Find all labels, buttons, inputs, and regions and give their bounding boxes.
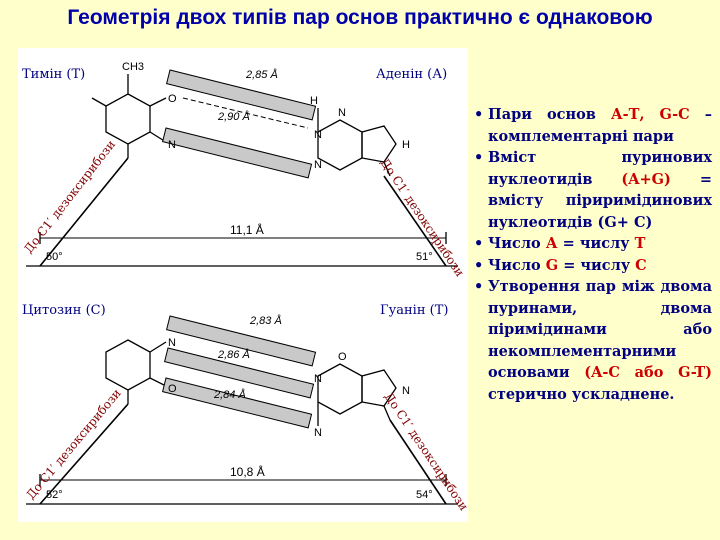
top-labels: CH3 O N H N N H N 2,85 Å 2,90 Å 11,1 Å 50° 5…	[46, 61, 433, 263]
svg-text:O: O	[338, 351, 347, 363]
cytosine-ring	[105, 339, 151, 391]
bottom-angle-right: 54°	[416, 489, 433, 501]
svg-text:N: N	[168, 337, 176, 349]
svg-text:N: N	[338, 107, 346, 119]
bottom-right-base-label: Гуанін (Т)	[380, 303, 448, 318]
top-distance-label: 11,1 Å	[230, 222, 264, 237]
guanine-ring	[317, 363, 363, 415]
svg-text:O: O	[168, 93, 177, 105]
top-bond2-label: 2,90 Å	[217, 110, 250, 123]
svg-text:N: N	[314, 129, 322, 141]
bottom-base-pair	[26, 339, 458, 505]
bottom-distance-label: 10,8 Å	[230, 464, 265, 479]
top-base-pair	[26, 74, 458, 267]
svg-text:H: H	[402, 139, 410, 151]
thymine-ring	[105, 93, 151, 145]
base-pair-diagram: CH3 O N H N N H N 2,85 Å 2,90 Å 11,1 Å 50° 5…	[18, 48, 468, 522]
bottom-bonds	[162, 315, 317, 429]
methyl-label: CH3	[122, 61, 144, 73]
adenine-ring	[317, 119, 363, 171]
bottom-left-base-label: Цитозин (С)	[22, 303, 106, 318]
bottom-bond1-label: 2,83 Å	[249, 314, 282, 327]
svg-text:N: N	[402, 385, 410, 397]
bond-bar	[164, 347, 315, 399]
bottom-labels: N O N O N N 2,83 Å 2,86 Å 2,84 Å 10,8 Å 52°…	[46, 314, 433, 501]
list-item: Утворення пар між двома пуринами, двома …	[474, 276, 712, 405]
list-item: Пари основ А-Т, G-C – комплементарні пар…	[474, 104, 712, 147]
bottom-bond2-label: 2,86 Å	[217, 348, 250, 361]
bottom-left-sugar-label: До С1′ дезоксирибози	[24, 386, 124, 502]
svg-text:H: H	[310, 95, 318, 107]
list-item: Число G = числу С	[474, 255, 712, 277]
facts-list: Пари основ А-Т, G-C – комплементарні пар…	[474, 104, 712, 405]
top-bond1-label: 2,85 Å	[245, 68, 278, 81]
top-right-base-label: Аденін (А)	[376, 67, 447, 82]
list-item: Число А = числу Т	[474, 233, 712, 255]
svg-text:N: N	[314, 427, 322, 439]
svg-text:O: O	[168, 383, 177, 395]
svg-text:N: N	[314, 159, 322, 171]
top-angle-right: 51°	[416, 251, 433, 263]
top-angle-left: 50°	[46, 251, 63, 263]
list-item: Вміст пуринових нуклеотидів (A+G) = вміс…	[474, 147, 712, 233]
bottom-angle-left: 52°	[46, 489, 63, 501]
svg-text:N: N	[168, 139, 176, 151]
svg-text:N: N	[314, 373, 322, 385]
bond-bar	[162, 377, 313, 429]
bottom-bond3-label: 2,84 Å	[213, 388, 246, 401]
top-bonds	[162, 69, 317, 179]
bond-bar	[162, 127, 313, 179]
bond-bar	[166, 315, 317, 367]
top-left-base-label: Тимін (T)	[22, 67, 85, 82]
page-title: Геометрія двох типів пар основ практично…	[67, 6, 653, 29]
bond-bar	[166, 69, 317, 121]
